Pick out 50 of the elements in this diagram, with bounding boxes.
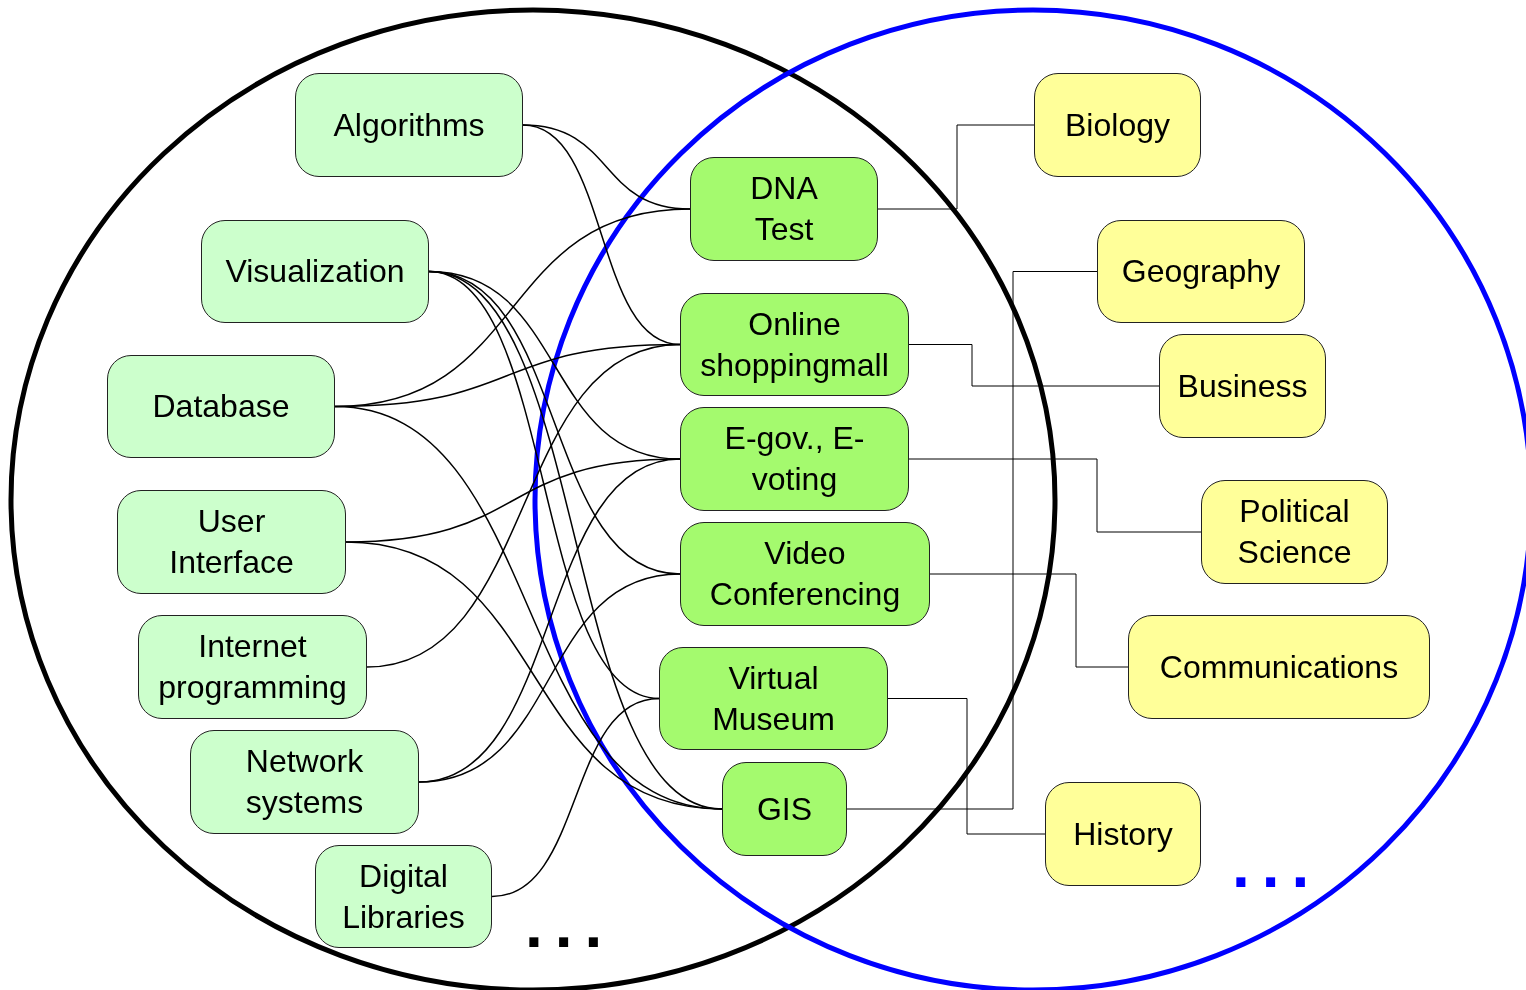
topic-label: Political Science <box>1236 492 1353 572</box>
topic-label: DNA Test <box>749 169 819 249</box>
connector-line <box>908 458 1202 533</box>
topic-box <box>722 762 847 856</box>
topic-label: Network systems <box>244 742 365 822</box>
topic-box <box>107 355 335 458</box>
connector-line <box>345 541 723 810</box>
topic-box <box>1201 480 1388 584</box>
connector-line <box>908 344 1160 387</box>
connector-line <box>929 573 1129 668</box>
topic-box <box>1045 782 1201 886</box>
topic-label: Digital Libraries <box>341 856 466 937</box>
topic-label: Communications <box>1159 647 1399 687</box>
topic-box <box>201 220 429 323</box>
topic-label: Video Conferencing <box>708 534 902 614</box>
topic-label: History <box>1073 814 1173 854</box>
topic-box <box>117 490 346 594</box>
topic-box <box>1097 220 1305 323</box>
topic-label: Internet programming <box>157 627 348 707</box>
topic-label: User Interface <box>168 502 295 582</box>
connector-line <box>491 697 660 898</box>
topic-box <box>315 845 492 948</box>
ellipsis-mark: ... <box>1232 845 1322 885</box>
topic-label: Virtual Museum <box>711 658 836 739</box>
topic-box <box>295 73 523 177</box>
topic-box <box>138 615 367 719</box>
topic-box <box>1128 615 1430 719</box>
topic-label: Business <box>1177 366 1308 406</box>
topic-label: Online shoppingmall <box>699 304 890 385</box>
ellipsis-mark: ... <box>525 905 615 945</box>
connector-line <box>877 124 1035 210</box>
connector-line <box>366 343 681 668</box>
topic-box <box>680 407 909 511</box>
topic-box <box>1034 73 1201 177</box>
connector-line <box>846 271 1098 810</box>
topic-box <box>680 293 909 396</box>
topic-label: GIS <box>756 789 813 829</box>
topic-label: Biology <box>1065 105 1170 145</box>
topic-box <box>1159 334 1326 438</box>
topic-box <box>190 730 419 834</box>
topic-label: E-gov., E-voting <box>723 419 866 499</box>
topic-box <box>659 647 888 750</box>
connector-line <box>887 698 1046 835</box>
topic-label: Visualization <box>225 252 405 291</box>
topic-label: Geography <box>1121 252 1281 291</box>
connector-line <box>418 573 681 783</box>
topic-label: Database <box>152 387 290 426</box>
topic-box <box>690 157 878 261</box>
topic-label: Algorithms <box>333 105 485 145</box>
topic-box <box>680 522 930 626</box>
